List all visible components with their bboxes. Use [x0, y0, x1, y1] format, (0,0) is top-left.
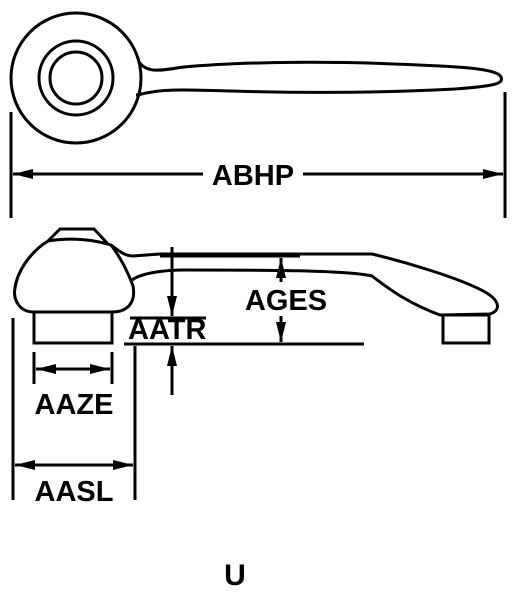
abhp-label: ABHP: [212, 160, 294, 192]
knob-stem: [32, 310, 114, 345]
height-dimension: AGES: [124, 254, 364, 346]
abhp-label-background: [203, 155, 303, 193]
knob-cap: [46, 227, 110, 246]
handle-knob: [13, 237, 136, 314]
aaze-label: AAZE: [35, 389, 114, 421]
aatr-label: AATR: [128, 314, 206, 346]
ages-label: AGES: [245, 285, 327, 317]
clearance-dimension: AATR: [128, 247, 206, 395]
lever-arm-top-view: [135, 60, 503, 97]
stem-diameter-dimension: AAZE: [32, 352, 114, 421]
hub-outer-circle: [9, 11, 143, 145]
aasl-label: AASL: [35, 476, 114, 508]
base-width-dimension: AASL: [11, 318, 137, 508]
lever-body-side-view: [131, 252, 499, 317]
hub-middle-circle: [37, 39, 115, 117]
ages-label-background: [236, 282, 336, 316]
variant-letter: U: [224, 559, 246, 592]
side-view: [13, 227, 499, 345]
lever-tip-pad: [441, 313, 491, 345]
top-view: [9, 11, 503, 145]
overall-length-dimension: ABHP: [9, 92, 507, 218]
knob-neck: [110, 243, 134, 258]
hub-inner-circle: [48, 50, 104, 106]
